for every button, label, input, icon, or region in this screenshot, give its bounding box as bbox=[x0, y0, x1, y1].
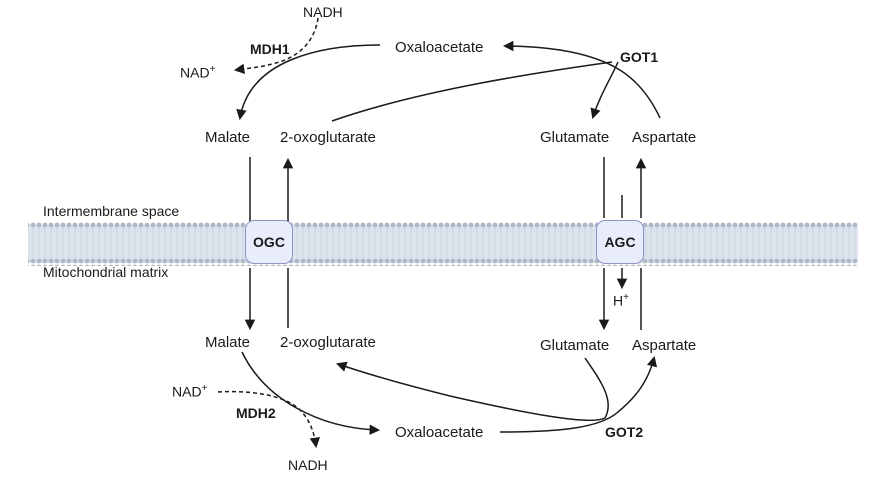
mdh1-label: MDH1 bbox=[250, 41, 290, 57]
got1-to-glutamate-arrow bbox=[590, 61, 619, 120]
agc-transporter: AGC bbox=[596, 220, 644, 264]
mdh1-oxaloacetate-to-malate-arrow bbox=[236, 44, 381, 121]
agc-label: AGC bbox=[604, 234, 636, 250]
proton-label: H+ bbox=[613, 292, 629, 309]
ogc-label: OGC bbox=[253, 234, 285, 250]
got1-oxoglutarate-arrow bbox=[331, 61, 613, 122]
membrane-tails bbox=[28, 229, 858, 259]
membrane-outer-heads bbox=[28, 222, 858, 229]
top-oxoglutarate-label: 2-oxoglutarate bbox=[280, 129, 376, 146]
bottom-nad-label: NAD+ bbox=[172, 383, 208, 400]
top-malate-label: Malate bbox=[205, 129, 251, 146]
bottom-oxaloacetate-label: Oxaloacetate bbox=[395, 424, 484, 441]
mdh2-cofactor-arrow bbox=[217, 390, 321, 449]
bottom-aspartate-label: Aspartate bbox=[632, 337, 697, 354]
mdh1-cofactor-arrow bbox=[233, 17, 319, 75]
bottom-glutamate-label: Glutamate bbox=[540, 337, 610, 354]
bottom-nadh-label: NADH bbox=[288, 457, 328, 473]
intermembrane-space-label: Intermembrane space bbox=[43, 203, 180, 219]
got2-label: GOT2 bbox=[605, 424, 644, 440]
mdh2-label: MDH2 bbox=[236, 405, 276, 421]
top-glutamate-label: Glutamate bbox=[540, 129, 610, 146]
ogc-transporter: OGC bbox=[245, 220, 293, 264]
mitochondrial-matrix-label: Mitochondrial matrix bbox=[43, 264, 169, 280]
bottom-malate-label: Malate bbox=[205, 334, 251, 351]
membrane-inner-heads bbox=[28, 259, 858, 266]
got2-oxaloacetate-to-aspartate-arrow bbox=[499, 355, 658, 433]
top-oxaloacetate-label: Oxaloacetate bbox=[395, 39, 484, 56]
got1-label: GOT1 bbox=[620, 49, 659, 65]
top-aspartate-label: Aspartate bbox=[632, 129, 697, 146]
top-nad-label: NAD+ bbox=[180, 64, 216, 81]
got2-glutamate-to-oxoglutarate-arrow bbox=[336, 357, 609, 422]
got1-aspartate-to-oxaloacetate-arrow bbox=[502, 40, 661, 119]
bottom-oxoglutarate-label: 2-oxoglutarate bbox=[280, 334, 376, 351]
top-nadh-label: NADH bbox=[303, 4, 343, 20]
mdh2-malate-to-oxaloacetate-arrow bbox=[241, 351, 381, 435]
